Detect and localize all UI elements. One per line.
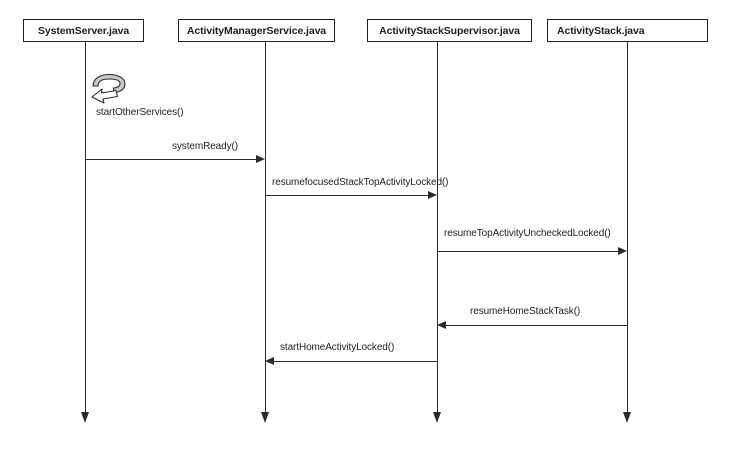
arrowhead-right-icon	[618, 247, 627, 255]
message-label-resumetopactivityuncheckedlocked: resumeTopActivityUncheckedLocked()	[444, 228, 611, 239]
lifeline-activitymanagerservice	[265, 42, 266, 413]
arrowhead-right-icon	[428, 191, 437, 199]
message-line	[274, 361, 437, 362]
message-label-starthomeactivitylocked: startHomeActivityLocked()	[280, 342, 395, 353]
actor-label-activitystacksupervisor: ActivityStackSupervisor.java	[379, 24, 520, 37]
actor-box-activitystacksupervisor: ActivityStackSupervisor.java	[367, 19, 532, 42]
message-line	[446, 325, 627, 326]
actor-box-activitymanagerservice: ActivityManagerService.java	[178, 19, 335, 42]
lifeline-activitystacksupervisor	[437, 42, 438, 413]
actor-label-activitystack: ActivityStack.java	[557, 24, 645, 37]
arrowhead-left-icon	[437, 321, 446, 329]
actor-label-systemserver: SystemServer.java	[37, 24, 130, 37]
message-line	[265, 195, 428, 196]
actor-box-activitystack: ActivityStack.java	[547, 19, 708, 42]
actor-box-systemserver: SystemServer.java	[23, 19, 144, 42]
message-label-startotherservices: startOtherServices()	[96, 107, 184, 118]
lifeline-systemserver	[85, 42, 86, 413]
message-label-systemready: systemReady()	[172, 141, 238, 152]
lifeline-end-arrow-icon	[261, 412, 269, 423]
lifeline-end-arrow-icon	[433, 412, 441, 423]
lifeline-end-arrow-icon	[81, 412, 89, 423]
actor-label-activitymanagerservice: ActivityManagerService.java	[186, 24, 327, 37]
lifeline-activitystack	[627, 42, 628, 413]
arrowhead-left-icon	[265, 357, 274, 365]
message-line	[85, 159, 256, 160]
arrowhead-right-icon	[256, 155, 265, 163]
message-label-resumehomestacktask: resumeHomeStackTask()	[470, 306, 581, 317]
message-label-resumefocusedstacktopactivitylocked: resumefocusedStackTopActivityLocked()	[272, 177, 449, 188]
self-call-loop-icon	[91, 73, 126, 104]
message-line	[437, 251, 618, 252]
lifeline-end-arrow-icon	[623, 412, 631, 423]
